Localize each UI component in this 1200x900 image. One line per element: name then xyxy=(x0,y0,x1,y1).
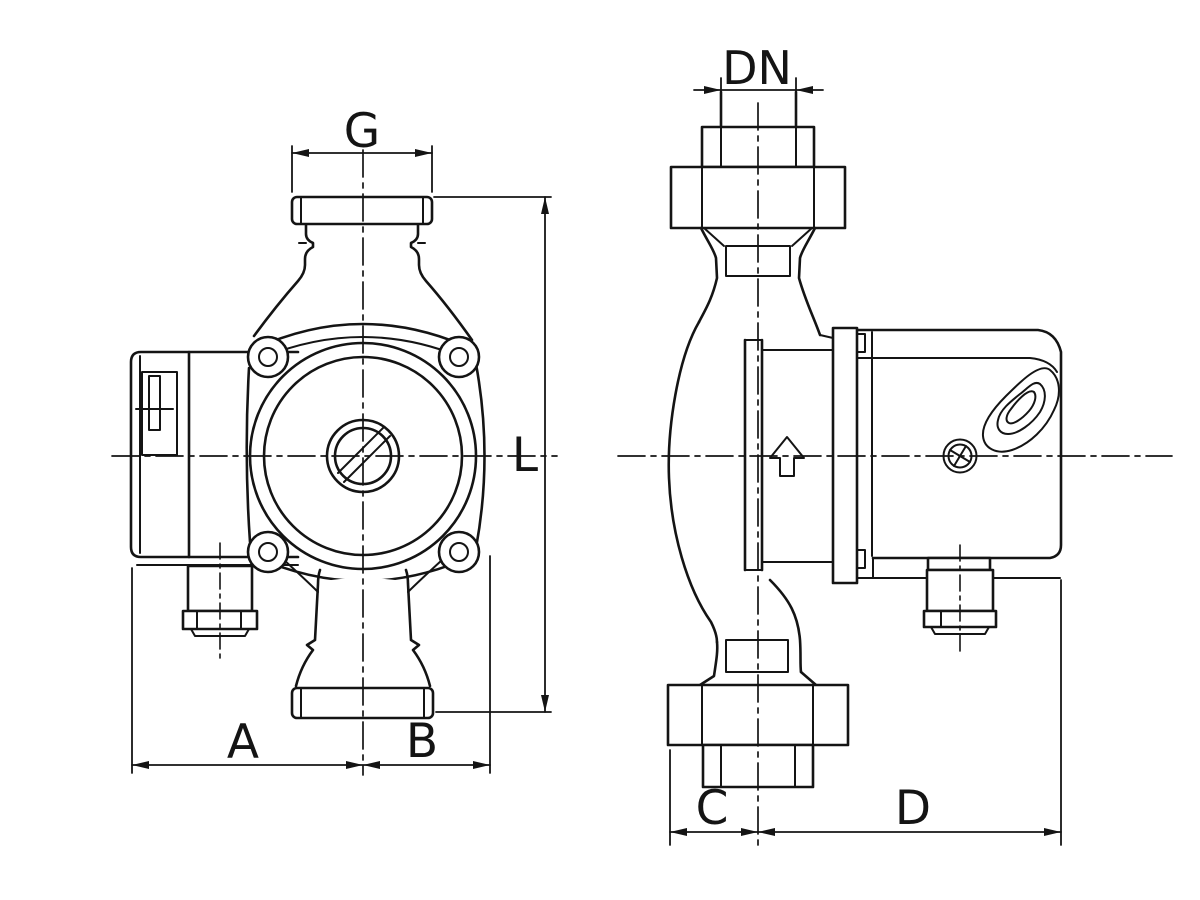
top-union-nut xyxy=(290,195,434,226)
vent-plug-slot-line-1 xyxy=(337,426,385,474)
flange-bar-tab-top xyxy=(856,333,866,353)
dim-label-d: D xyxy=(895,781,931,836)
bolt-lug-top-left xyxy=(246,335,290,379)
side-volute xyxy=(667,320,834,674)
front-top-union xyxy=(290,195,434,226)
dimension-dn: DN xyxy=(693,41,824,99)
bolt-lug-bottom-left xyxy=(246,530,290,574)
top-nut-taper-right xyxy=(791,227,813,247)
terminal-box-outline xyxy=(129,350,300,559)
bottom-neck-right-edge xyxy=(404,568,432,688)
d-arrow-left xyxy=(758,828,775,836)
terminal-box-connector-panel xyxy=(141,371,178,456)
g-arrow-left xyxy=(292,149,309,157)
side-view: DN C D xyxy=(617,41,1173,849)
a-arrow-left xyxy=(132,761,149,769)
bolt-hole-bottom-right xyxy=(449,542,469,562)
front-bolt-lugs xyxy=(246,335,481,574)
side-gland-bottom xyxy=(930,626,990,635)
bottom-hex-neck xyxy=(725,639,789,673)
dimension-a-b: A B xyxy=(131,555,491,774)
teardrop-emboss xyxy=(981,367,1060,453)
side-gland-step xyxy=(926,556,992,572)
dimension-l: L xyxy=(433,196,552,713)
volute-right-lower-profile xyxy=(768,578,803,674)
teardrop-core xyxy=(1005,390,1037,425)
bottom-neck-left-edge xyxy=(294,568,322,688)
volute-bottom-right-arc xyxy=(407,559,443,593)
dn-arrow-right xyxy=(796,86,813,94)
g-arrow-right xyxy=(415,149,432,157)
c-arrow-right xyxy=(741,828,758,836)
dim-label-a: A xyxy=(227,715,259,770)
b-arrow-left xyxy=(363,761,380,769)
side-motor-body xyxy=(855,328,1063,560)
bolt-hole-top-right xyxy=(449,347,469,367)
dim-label-g: G xyxy=(344,104,380,159)
bolt-lug-top-right xyxy=(437,335,481,379)
motor-outline xyxy=(855,328,1063,560)
dim-label-c: C xyxy=(696,781,729,836)
dimension-c-d: C D xyxy=(669,579,1062,846)
a-arrow-right xyxy=(346,761,363,769)
top-nut-taper-left xyxy=(703,227,725,247)
volute-top-connector xyxy=(819,334,834,339)
terminal-box-connector-slot xyxy=(148,375,161,431)
volute-dome-outer xyxy=(250,322,476,352)
bolt-hole-bottom-left xyxy=(258,542,278,562)
bottom-neck-outer-left xyxy=(698,640,719,687)
motor-top-bevel-line xyxy=(856,357,1058,373)
teardrop-outer xyxy=(981,367,1060,453)
d-arrow-right xyxy=(1044,828,1061,836)
front-bottom-neck xyxy=(283,559,443,688)
bolt-hole-top-left xyxy=(258,347,278,367)
flange-bar-tab-bottom xyxy=(856,549,866,569)
top-neck-outer-right xyxy=(797,226,822,337)
vent-plug-slot-line-2 xyxy=(343,435,391,483)
front-bottom-neck-mask xyxy=(296,578,430,688)
b-arrow-right xyxy=(473,761,490,769)
bolt-lug-bottom-right xyxy=(437,530,481,574)
bottom-neck-outer-right xyxy=(799,670,818,687)
l-arrow-bottom xyxy=(541,695,549,712)
c-arrow-left xyxy=(670,828,687,836)
dim-label-l: L xyxy=(512,428,538,483)
volute-bottom-left-arc xyxy=(283,559,319,593)
front-top-neck xyxy=(252,222,474,342)
dim-label-b: B xyxy=(406,714,438,769)
top-neck-right-edge xyxy=(409,222,474,342)
dimension-g: G xyxy=(291,104,433,193)
front-terminal-box xyxy=(129,350,300,566)
flow-arrow-icon xyxy=(769,436,805,477)
top-neck-outer-left xyxy=(697,226,719,324)
dim-label-dn: DN xyxy=(722,41,792,95)
l-arrow-top xyxy=(541,197,549,214)
front-view: G L A B xyxy=(111,104,558,776)
top-neck-left-edge xyxy=(252,222,315,338)
dn-arrow-left xyxy=(704,86,721,94)
volute-left-profile xyxy=(667,320,719,644)
teardrop-inner xyxy=(996,382,1046,435)
